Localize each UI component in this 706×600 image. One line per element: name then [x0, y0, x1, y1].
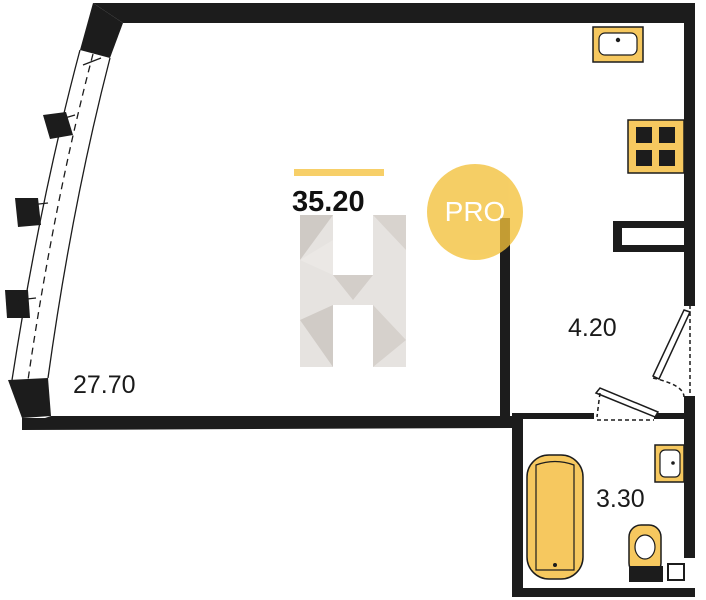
- closet-shelf: [613, 221, 684, 252]
- watermark-logo: [300, 215, 406, 367]
- pro-badge: PRO: [427, 164, 523, 260]
- window-icon: [11, 49, 111, 381]
- living-room-area: 27.70: [73, 371, 136, 399]
- pro-badge-label: PRO: [444, 196, 506, 227]
- bathtub-icon: [526, 454, 584, 580]
- door-icon: [594, 387, 660, 421]
- stove-icon: [627, 119, 685, 174]
- sink-icon: [654, 444, 685, 483]
- total-area-label: 35.20: [292, 186, 365, 218]
- sink-icon: [592, 26, 644, 63]
- bathroom-area: 3.30: [596, 485, 645, 513]
- door-icon: [652, 304, 695, 398]
- toilet-icon: [628, 524, 663, 582]
- hallway-area: 4.20: [568, 314, 617, 342]
- ventilation-shaft: [667, 563, 685, 581]
- total-area-accent-bar: [294, 169, 384, 176]
